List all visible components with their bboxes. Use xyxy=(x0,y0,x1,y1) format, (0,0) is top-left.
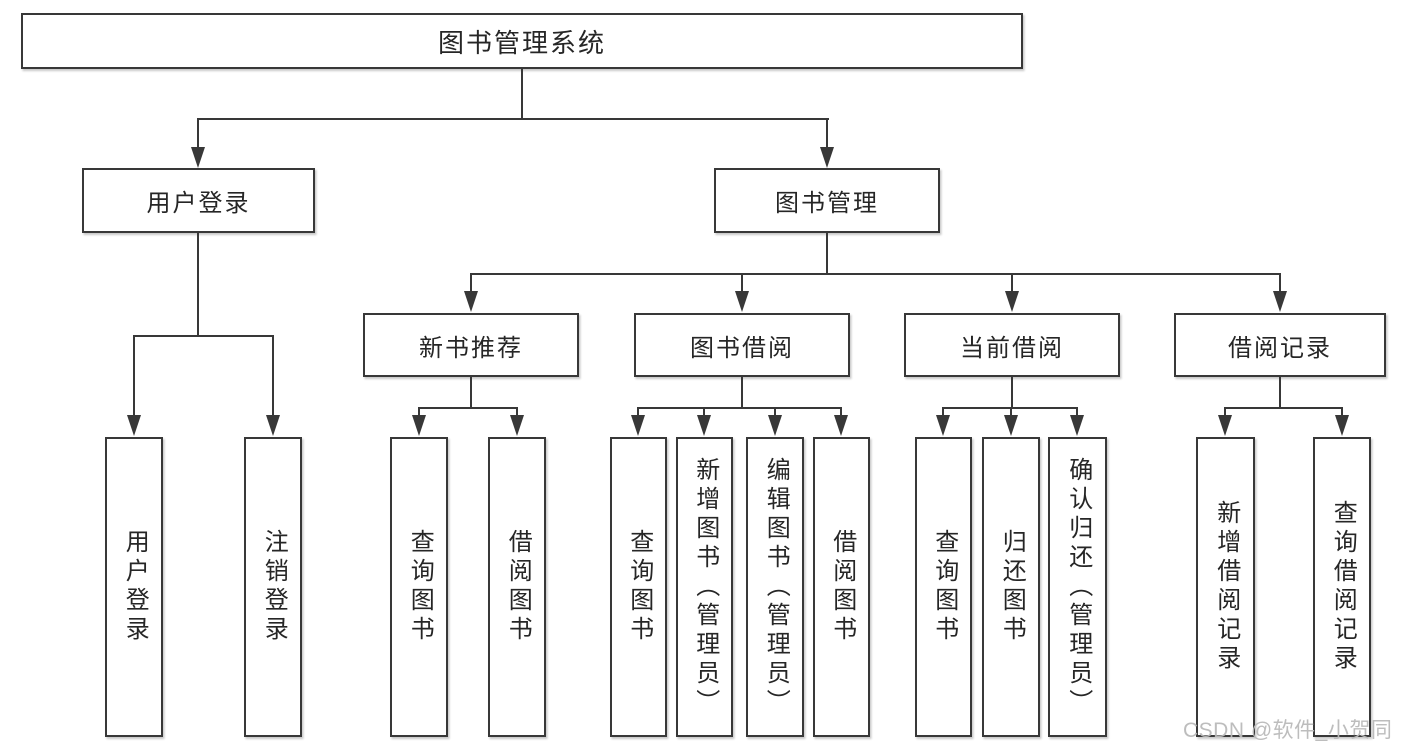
arrowhead-down-icon xyxy=(1273,291,1287,312)
arrowhead-down-icon xyxy=(820,147,834,168)
connector-login-rail xyxy=(133,335,274,337)
leaf-user-login: 用户登录 xyxy=(105,437,163,737)
arrowhead-down-icon xyxy=(1005,291,1019,312)
connector-records-rail xyxy=(1224,407,1343,409)
leaf-borrow-add-books-admin: 新增图书（管理员） xyxy=(676,437,733,737)
arrowhead-down-icon xyxy=(412,415,426,436)
connector-stem xyxy=(470,377,472,407)
connector-stem xyxy=(197,233,199,335)
leaf-current-confirm-return-admin: 确认归还（管理员） xyxy=(1048,437,1107,737)
leaf-recommend-query-books: 查询图书 xyxy=(390,437,448,737)
leaf-recommend-borrow-books: 借阅图书 xyxy=(488,437,546,737)
leaf-current-return-books: 归还图书 xyxy=(982,437,1040,737)
leaf-records-query-record: 查询借阅记录 xyxy=(1313,437,1371,737)
arrowhead-down-icon xyxy=(266,415,280,436)
connector-stem xyxy=(197,118,199,164)
arrowhead-down-icon xyxy=(464,291,478,312)
arrowhead-down-icon xyxy=(1004,415,1018,436)
leaf-borrow-query-books: 查询图书 xyxy=(610,437,667,737)
connector-stem xyxy=(826,233,828,273)
arrowhead-down-icon xyxy=(834,415,848,436)
arrowhead-down-icon xyxy=(735,291,749,312)
arrowhead-down-icon xyxy=(1070,415,1084,436)
leaf-logout: 注销登录 xyxy=(244,437,302,737)
arrowhead-down-icon xyxy=(510,415,524,436)
connector-stem xyxy=(1279,377,1281,407)
connector-borrow-rail xyxy=(637,407,842,409)
node-book-management-group: 图书管理 xyxy=(714,168,940,233)
arrowhead-down-icon xyxy=(1218,415,1232,436)
connector-stem xyxy=(741,377,743,407)
connector-level2-rail xyxy=(197,118,829,120)
leaf-borrow-borrow-books: 借阅图书 xyxy=(813,437,870,737)
leaf-current-query-books: 查询图书 xyxy=(915,437,972,737)
arrowhead-down-icon xyxy=(768,415,782,436)
node-borrow-records: 借阅记录 xyxy=(1174,313,1386,377)
connector-stem xyxy=(826,118,828,164)
leaf-borrow-edit-books-admin: 编辑图书（管理员） xyxy=(746,437,804,737)
node-user-login-group: 用户登录 xyxy=(82,168,315,233)
node-root: 图书管理系统 xyxy=(21,13,1023,69)
leaf-records-add-record: 新增借阅记录 xyxy=(1196,437,1255,737)
connector-root-stem xyxy=(521,69,523,118)
arrowhead-down-icon xyxy=(697,415,711,436)
arrowhead-down-icon xyxy=(936,415,950,436)
arrowhead-down-icon xyxy=(127,415,141,436)
connector-stem xyxy=(1011,377,1013,407)
node-new-book-recommend: 新书推荐 xyxy=(363,313,579,377)
connector-recommend-rail xyxy=(418,407,518,409)
arrowhead-down-icon xyxy=(631,415,645,436)
node-current-borrow: 当前借阅 xyxy=(904,313,1120,377)
connector-level3-rail xyxy=(470,273,1281,275)
connector-stem xyxy=(272,335,274,433)
arrowhead-down-icon xyxy=(1335,415,1349,436)
csdn-watermark: CSDN @软件_小贺同学 xyxy=(1183,719,1393,742)
connector-stem xyxy=(133,335,135,433)
node-book-borrow: 图书借阅 xyxy=(634,313,850,377)
arrowhead-down-icon xyxy=(191,147,205,168)
